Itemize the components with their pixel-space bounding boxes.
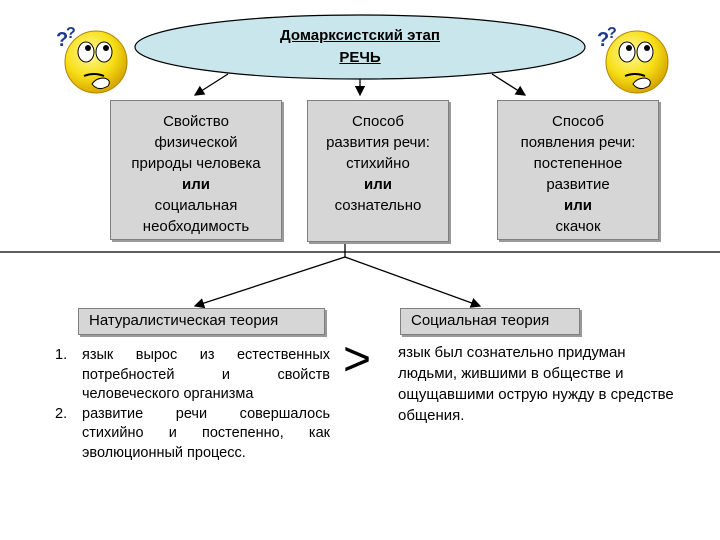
naturalistic-theory-label: Натуралистическая теория (78, 308, 325, 335)
svg-text:?: ? (607, 25, 617, 42)
box-appearance: Способ появления речи: постепенное разви… (497, 100, 659, 240)
list-number: 1. (55, 347, 68, 363)
box-line: социальная (154, 197, 238, 214)
box-line: Способ (552, 113, 604, 130)
arrow-to-left-box (193, 73, 229, 96)
list-number: 2. (55, 405, 68, 422)
list-item: 2. развитие речи совершалось стихийно и … (55, 405, 330, 464)
box-line: появления речи: (520, 134, 636, 151)
list-item: 1. язык вырос из естественных потребност… (55, 346, 330, 405)
box-line: сознательно (334, 197, 422, 214)
social-theory-label: Социальная теория (400, 308, 580, 335)
title-line-2: РЕЧЬ (339, 49, 381, 66)
box-line: Способ (352, 113, 404, 130)
social-theory-text: язык был сознательно придуман людьми, жи… (398, 344, 674, 424)
box-line: природы человека (131, 155, 261, 172)
box-line: развития речи: (326, 134, 430, 151)
title-line-1: Домарксистский этап (280, 27, 440, 44)
box-line: развитие (546, 176, 610, 193)
list-text: язык вырос из естественных потребностей … (82, 347, 330, 402)
box-or: или (182, 176, 210, 193)
arrow-to-right-box (491, 73, 527, 96)
box-development: Способ развития речи: стихийно или созна… (307, 100, 449, 242)
thinking-face-icon: ? ? (56, 25, 128, 94)
box-line: Свойство (163, 113, 229, 130)
box-line: постепенное (533, 155, 623, 172)
arrow-to-social (344, 256, 482, 308)
svg-text:?: ? (597, 29, 609, 51)
diagram-title: Домарксистский этап РЕЧЬ (255, 25, 465, 69)
svg-text:?: ? (66, 25, 76, 42)
list-text: развитие речи совершалось стихийно и пос… (82, 405, 330, 461)
svg-text:?: ? (56, 29, 68, 51)
comparison-sign: > (343, 333, 372, 386)
box-line: стихийно (346, 155, 410, 172)
box-line: физической (154, 134, 238, 151)
box-or: или (564, 197, 592, 214)
arrow-to-naturalistic (193, 256, 346, 309)
box-or: или (364, 176, 392, 193)
naturalistic-points: 1. язык вырос из естественных потребност… (55, 346, 330, 463)
box-line: необходимость (142, 218, 250, 235)
box-nature: Свойство физической природы человека или… (110, 100, 282, 240)
box-line: скачок (555, 218, 601, 235)
thinking-face-icon: ? ? (597, 25, 669, 94)
